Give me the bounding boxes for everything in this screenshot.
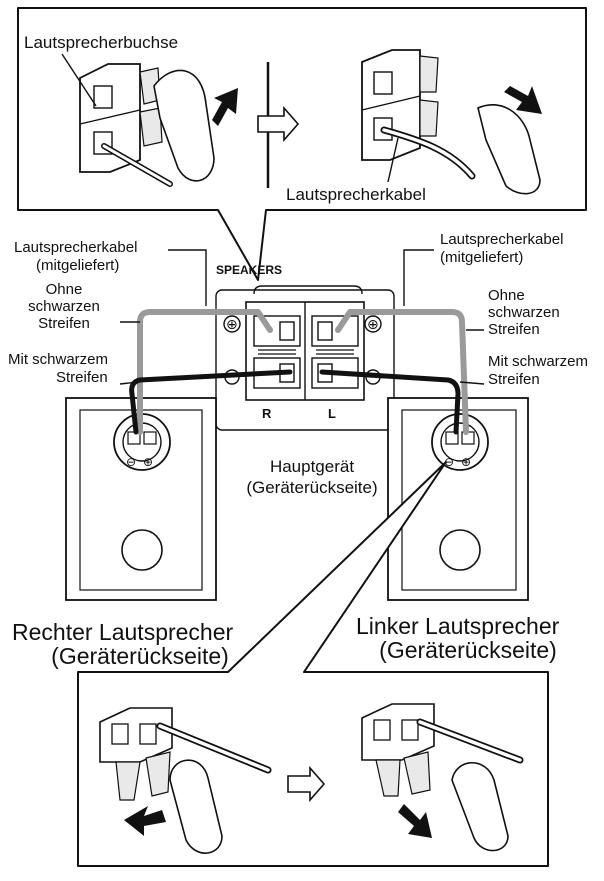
left-speaker-label-line2: (Geräterückseite) xyxy=(379,637,557,663)
right-speaker-label-line2: (Geräterückseite) xyxy=(51,643,229,669)
speaker-cables xyxy=(129,309,469,435)
right-no-stripe-line2: schwarzen xyxy=(488,304,560,321)
release-arrow-icon xyxy=(504,86,542,114)
right-stripe-line1: Mit schwarzem xyxy=(488,353,589,370)
jack-label: Lautsprecherbuchse xyxy=(24,33,179,52)
left-speaker-minus: ⊖ xyxy=(444,455,454,469)
gray-cable-right xyxy=(137,309,273,435)
jack-leader-line xyxy=(61,53,97,107)
main-unit-caption-line2: (Geräterückseite) xyxy=(246,478,378,497)
left-no-stripe-line1: Ohne xyxy=(45,281,83,298)
cable-clamped xyxy=(418,720,522,762)
channel-l-label: L xyxy=(328,406,336,421)
right-speaker-plus: ⊕ xyxy=(143,455,153,469)
cable-label-top: Lautsprecherkabel xyxy=(286,185,426,204)
main-unit-caption-line1: Hauptgerät xyxy=(269,457,355,476)
press-arrow-icon xyxy=(212,88,238,126)
cable-clamped xyxy=(382,128,474,178)
left-speaker-plus: ⊕ xyxy=(461,455,471,469)
left-cable-label-line2: (mitgeliefert) xyxy=(36,257,120,274)
top-callout-panel xyxy=(17,7,587,281)
step-arrow-icon xyxy=(257,105,300,143)
left-speaker-label-line1: Linker Lautsprecher xyxy=(356,613,560,639)
speaker-clip-closed-icon xyxy=(361,703,435,797)
speaker-jack-closed-icon xyxy=(361,49,439,161)
bass-port-icon xyxy=(439,529,481,571)
cable-leader-line xyxy=(387,137,399,183)
bottom-callout-panel xyxy=(77,461,549,867)
step-arrow-icon xyxy=(287,765,326,803)
label-leader-lines xyxy=(119,249,485,385)
channel-r-label: R xyxy=(262,406,272,421)
press-arrow-icon xyxy=(124,806,166,836)
release-arrow-icon xyxy=(398,804,432,838)
finger-pressing-icon xyxy=(153,69,215,182)
left-cable-label-line1: Lautsprecherkabel xyxy=(14,239,138,256)
finger-pressing-icon xyxy=(169,759,223,854)
black-cable-right xyxy=(129,369,293,435)
left-no-stripe-line2: schwarzen xyxy=(28,298,100,315)
finger-released-icon xyxy=(451,762,509,852)
bass-port-icon xyxy=(121,529,163,571)
right-stripe-line2: Streifen xyxy=(488,371,540,388)
speaker-clip-open-icon xyxy=(99,707,173,801)
right-speaker-minus: ⊖ xyxy=(126,455,136,469)
left-stripe-line1: Mit schwarzem xyxy=(8,351,109,368)
right-cable-label-line2: (mitgeliefert) xyxy=(440,249,524,266)
right-cable-label-line1: Lautsprecherkabel xyxy=(440,231,564,248)
gray-cable-left xyxy=(335,309,469,435)
main-unit-terminal xyxy=(215,285,395,431)
right-speaker-label-line1: Rechter Lautsprecher xyxy=(12,619,234,645)
left-stripe-line2: Streifen xyxy=(56,369,108,386)
black-cable-left xyxy=(319,369,461,435)
right-no-stripe-line3: Streifen xyxy=(488,321,540,338)
finger-released-icon xyxy=(477,103,541,195)
speakers-terminal-label: SPEAKERS xyxy=(216,263,282,277)
plus-symbol-left: ⊕ xyxy=(226,317,238,333)
left-no-stripe-line3: Streifen xyxy=(38,315,90,332)
plus-symbol-right: ⊕ xyxy=(367,317,379,333)
right-no-stripe-line1: Ohne xyxy=(488,287,525,304)
cable-inserted xyxy=(158,724,270,772)
